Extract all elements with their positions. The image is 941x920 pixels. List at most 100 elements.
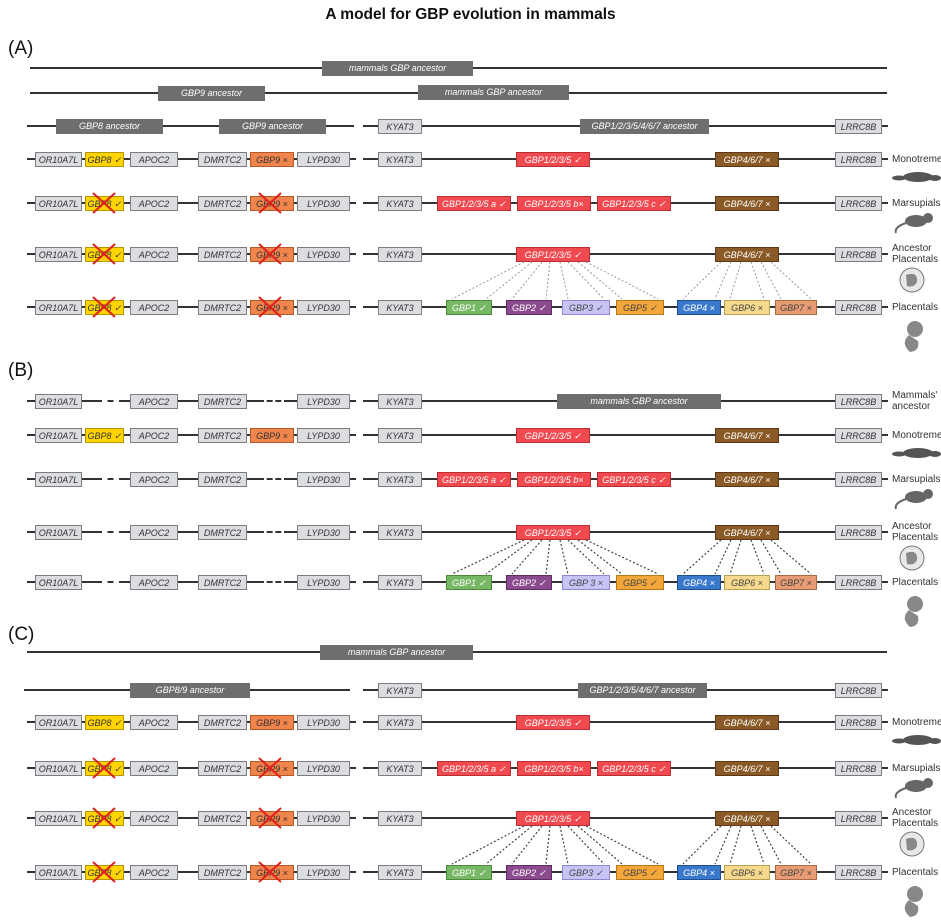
chromosome-line (422, 253, 835, 255)
gene-gbp9: GBP9 × (250, 300, 294, 315)
chromosome-gap (182, 253, 192, 255)
gene-gbp7: GBP7 × (775, 300, 817, 315)
chromosome-line (250, 689, 350, 691)
gene-apoc2: APOC2 (130, 152, 178, 167)
chromosome-line (363, 531, 378, 533)
gene-gbp9: GBP9 × (250, 865, 294, 880)
chromosome-gap (182, 531, 192, 533)
chromosome-line (882, 158, 888, 160)
homology-link (729, 825, 742, 865)
chromosome-line (178, 158, 182, 160)
chromosome-line (124, 434, 130, 436)
chromosome-line (27, 531, 35, 533)
chromosome-line (882, 531, 888, 533)
species-placentals: Placentals (892, 867, 939, 878)
chromosome-gap (182, 721, 192, 723)
chromosome-line (294, 767, 297, 769)
gene-gbp5: GBP5 ✓ (616, 575, 664, 590)
gene-lrrc8b: LRRC8B (835, 428, 882, 443)
chromosome-gap (258, 581, 290, 583)
gene-gbp9: GBP9 × (250, 196, 294, 211)
homology-link (577, 825, 623, 865)
gene-lrrc8b: LRRC8B (835, 865, 882, 880)
embryo-icon (899, 267, 925, 293)
species-ancestor-placentals: Ancestor Placentals (892, 807, 939, 829)
chromosome-line (124, 817, 130, 819)
chromosome-line (192, 202, 198, 204)
chromosome-line (124, 158, 130, 160)
chromosome-line (294, 253, 297, 255)
opossum-icon (894, 213, 933, 234)
chromosome-line (363, 434, 378, 436)
gbp1-7-ancestor-bar: GBP1/2/3/5/4/6/7 ancestor (580, 119, 709, 134)
gene-or10a7l: OR10A7L (35, 575, 82, 590)
homology-link (577, 539, 623, 575)
homology-link (714, 261, 732, 300)
gene-gbp9: GBP9 × (250, 247, 294, 262)
chromosome-gap (258, 531, 290, 533)
species-monotremes: Monotremes (892, 430, 941, 441)
gene-gbp4: GBP4 × (677, 575, 721, 590)
gene-gbp9: GBP9 × (250, 811, 294, 826)
homology-link (567, 539, 605, 575)
gene-lrrc8b: LRRC8B (835, 472, 882, 487)
homology-link (585, 261, 659, 300)
gene-gbp4-6-7: GBP4/6/7 × (715, 247, 779, 262)
gene-lrrc8b: LRRC8B (835, 394, 882, 409)
chromosome-line (290, 478, 297, 480)
chromosome-line (192, 817, 198, 819)
chromosome-gap (182, 871, 192, 873)
chromosome-line (247, 871, 250, 873)
chromosome-line (247, 817, 250, 819)
gene-lrrc8b: LRRC8B (835, 196, 882, 211)
gene-gbp1-2-3-5-c: GBP1/2/3/5 c ✓ (597, 196, 671, 211)
gbp1-7-ancestor-bar: GBP1/2/3/5/4/6/7 ancestor (578, 683, 707, 698)
gene-lrrc8b: LRRC8B (835, 119, 882, 134)
gbp9-ancestor-bar: GBP9 ancestor (158, 86, 265, 101)
chromosome-line (294, 871, 297, 873)
chromosome-line (125, 400, 130, 402)
gene-gbp6: GBP6 × (724, 300, 770, 315)
chromosome-line (350, 253, 356, 255)
gene-or10a7l: OR10A7L (35, 247, 82, 262)
chromosome-line (290, 531, 297, 533)
chromosome-line (192, 306, 198, 308)
gene-gbp1-2-3-5: GBP1/2/3/5 ✓ (516, 247, 590, 262)
gene-dmrtc2: DMRTC2 (198, 715, 247, 730)
chromosome-line (422, 721, 835, 723)
gene-gbp7: GBP7 × (775, 575, 817, 590)
gene-or10a7l: OR10A7L (35, 152, 82, 167)
platypus-icon (892, 172, 941, 182)
gene-lrrc8b: LRRC8B (835, 152, 882, 167)
gene-kyat3: KYAT3 (378, 152, 422, 167)
gene-dmrtc2: DMRTC2 (198, 811, 247, 826)
gene-gbp8: GBP8 ✓ (85, 300, 124, 315)
opossum-icon (894, 489, 933, 510)
gene-gbp4-6-7: GBP4/6/7 × (715, 525, 779, 540)
homology-link (511, 261, 543, 300)
gene-kyat3: KYAT3 (378, 300, 422, 315)
chromosome-line (350, 581, 356, 583)
chromosome-line (27, 721, 35, 723)
chromosome-line (363, 767, 378, 769)
chromosome-line (350, 158, 356, 160)
panel-label-a: (A) (8, 38, 34, 59)
homology-link (511, 825, 543, 865)
chromosome-line (82, 434, 85, 436)
homology-link (750, 261, 765, 300)
gene-gbp1-2-3-5-c: GBP1/2/3/5 c ✓ (597, 472, 671, 487)
chromosome-line (882, 767, 888, 769)
gene-dmrtc2: DMRTC2 (198, 300, 247, 315)
homology-link (585, 539, 659, 575)
gene-lypd30: LYPD30 (297, 196, 350, 211)
gene-gbp1-2-3-5: GBP1/2/3/5 ✓ (516, 152, 590, 167)
chromosome-gap (182, 581, 192, 583)
homology-link (750, 539, 765, 575)
chromosome-gap (96, 531, 125, 533)
chromosome-line (294, 158, 297, 160)
chromosome-line (294, 721, 297, 723)
gene-gbp8: GBP8 ✓ (85, 761, 124, 776)
gene-apoc2: APOC2 (130, 525, 178, 540)
gene-gbp9: GBP9 × (250, 152, 294, 167)
chromosome-line (363, 253, 378, 255)
